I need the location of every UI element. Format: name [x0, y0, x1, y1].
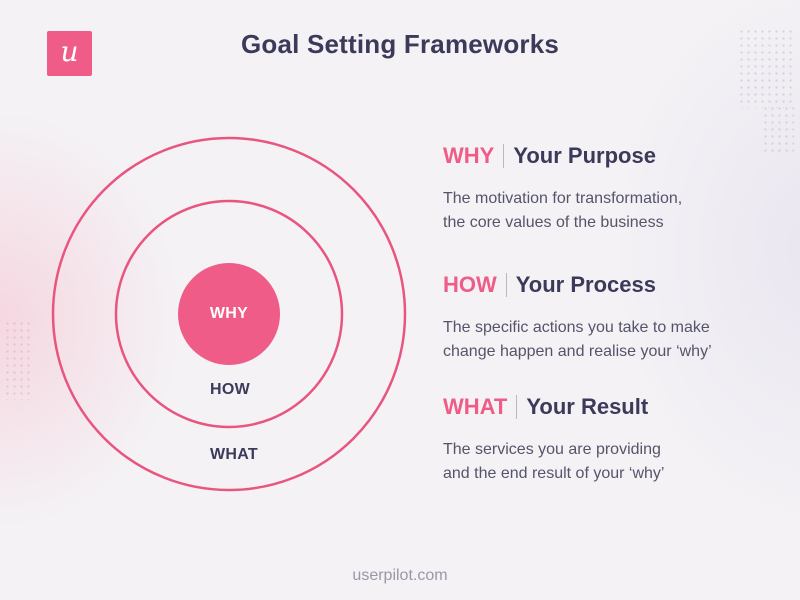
section-subtitle: Your Process [515, 272, 656, 297]
section-description: The motivation for transformation, the c… [443, 187, 773, 235]
dot-pattern-decoration [4, 320, 32, 400]
divider [516, 395, 518, 419]
footer-brand-url: userpilot.com [352, 567, 448, 584]
section-heading: HOW Your Process [443, 270, 773, 300]
what-ring-label: WHAT [210, 446, 258, 463]
dot-pattern-decoration [762, 105, 794, 155]
how-ring [114, 199, 344, 429]
section-keyword: WHY [443, 143, 495, 168]
section-subtitle: Your Purpose [513, 143, 656, 168]
page-title: Goal Setting Frameworks [240, 29, 560, 59]
section-keyword: WHAT [443, 394, 508, 419]
description-line: the core values of the business [443, 214, 664, 231]
section-why: WHY Your Purpose The motivation for tran… [443, 141, 773, 235]
dot-pattern-decoration [738, 28, 794, 108]
section-heading: WHY Your Purpose [443, 141, 773, 171]
what-ring [51, 136, 407, 492]
section-description: The specific actions you take to make ch… [443, 316, 773, 364]
logo-glyph: u [60, 34, 79, 68]
description-line: The specific actions you take to make [443, 319, 710, 336]
divider [505, 273, 507, 297]
section-how: HOW Your Process The specific actions yo… [443, 270, 773, 364]
description-line: and the end result of your ‘why’ [443, 465, 665, 482]
section-keyword: HOW [443, 272, 497, 297]
userpilot-logo: u [47, 31, 92, 76]
how-ring-label: HOW [209, 381, 251, 398]
why-ring-label: WHY [209, 305, 249, 322]
section-heading: WHAT Your Result [443, 392, 773, 422]
description-line: The services you are providing [443, 441, 661, 458]
section-what: WHAT Your Result The services you are pr… [443, 392, 773, 486]
description-line: The motivation for transformation, [443, 190, 683, 207]
divider [503, 144, 505, 168]
section-description: The services you are providing and the e… [443, 438, 773, 486]
section-subtitle: Your Result [526, 394, 649, 419]
why-core [178, 263, 280, 365]
description-line: change happen and realise your ‘why’ [443, 343, 712, 360]
